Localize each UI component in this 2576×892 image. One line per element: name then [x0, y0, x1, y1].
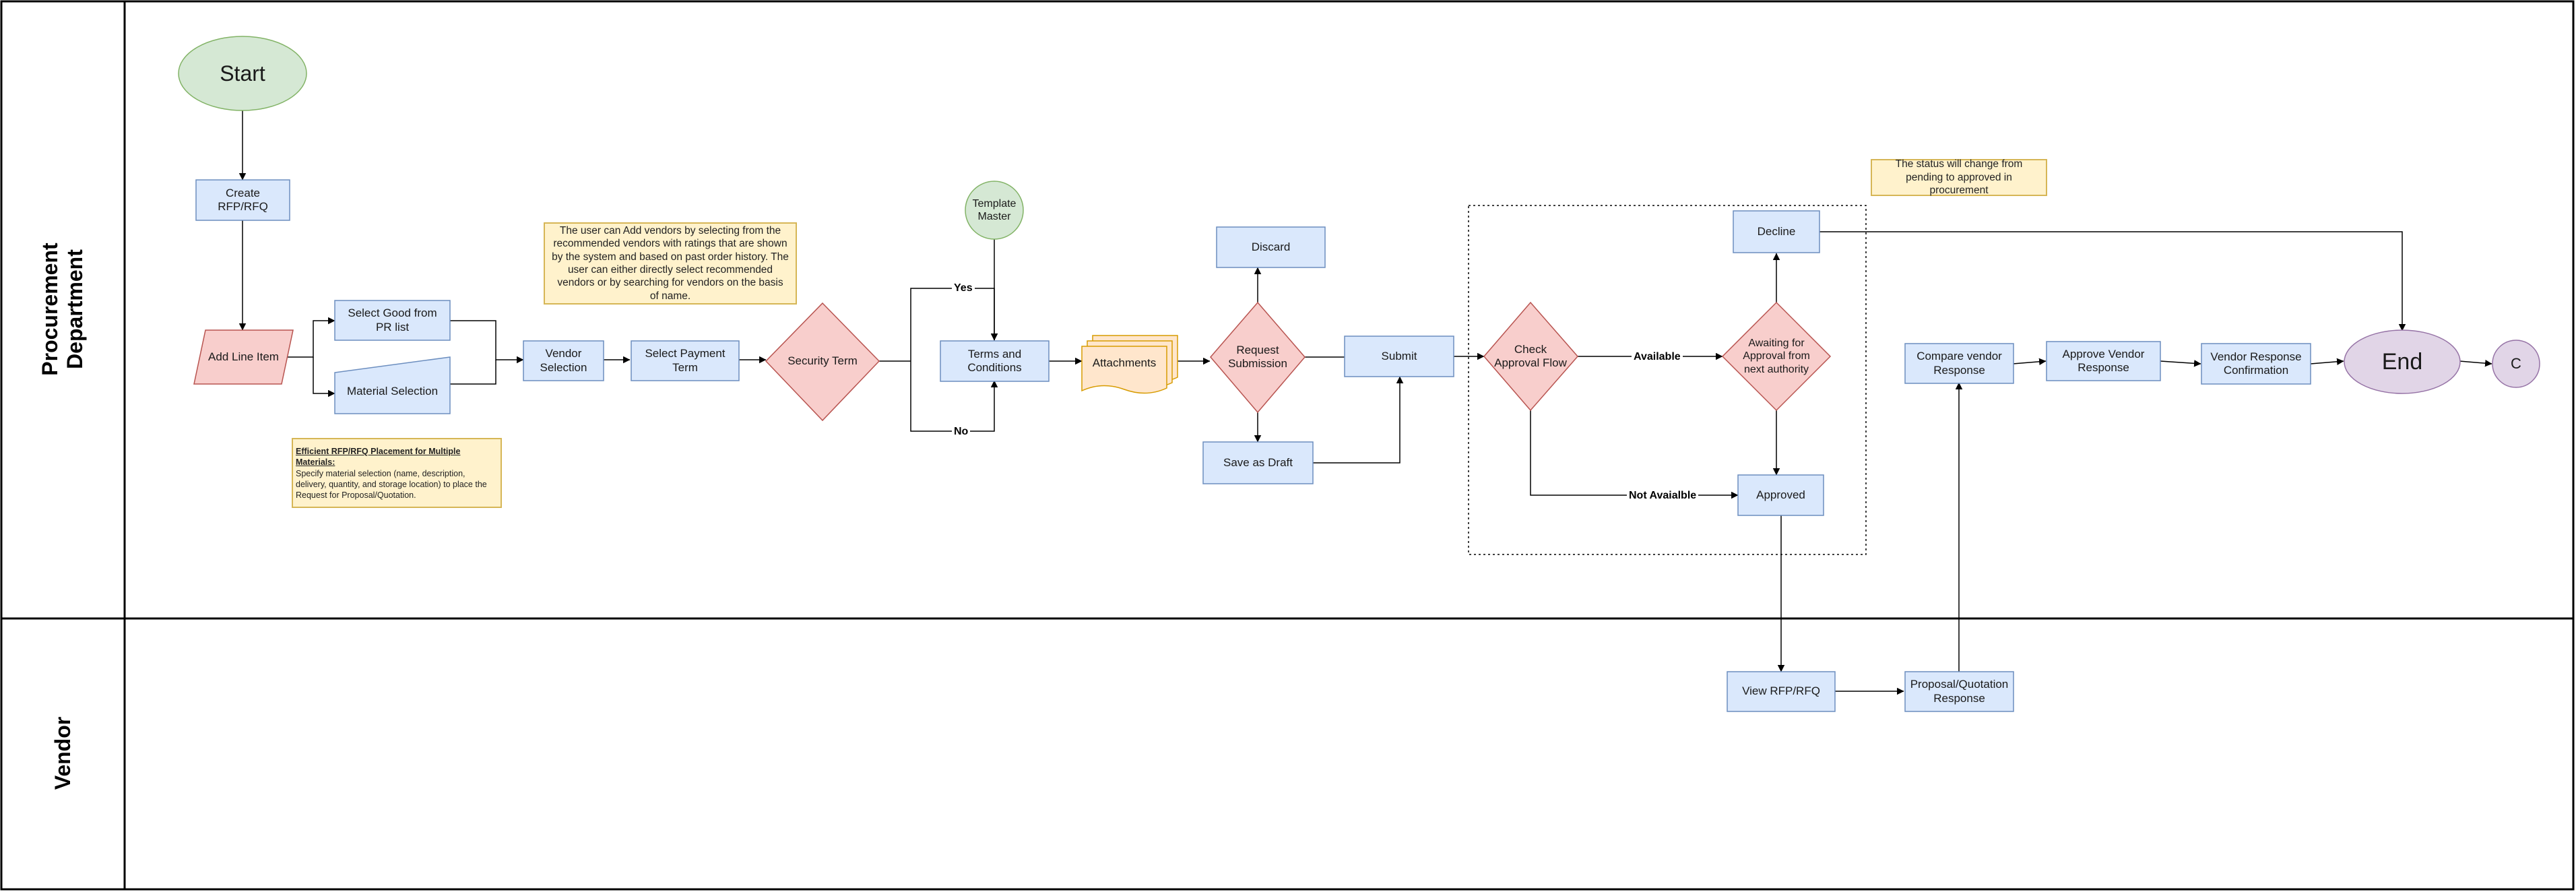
rfp-placement-note-title: Efficient RFP/RFQ Placement for Multiple… — [296, 447, 461, 468]
template-master-node — [965, 181, 1024, 240]
start-node — [178, 36, 307, 111]
approval-group-boundary — [1468, 205, 1867, 555]
attachments-node — [1081, 335, 1178, 394]
decline-node — [1733, 210, 1820, 253]
select-good-node — [334, 300, 451, 341]
vendor-selection-node — [523, 340, 604, 381]
vendor-selection-note: The user can Add vendors by selecting fr… — [544, 222, 797, 305]
select-payment-term-node — [631, 340, 740, 381]
connectors — [238, 110, 2492, 695]
discard-node — [1216, 226, 1326, 268]
add-line-item-node — [193, 329, 294, 385]
edge-label-available: Available — [1632, 351, 1683, 363]
compare-vendor-node — [1904, 343, 2014, 384]
material-selection-node — [334, 356, 451, 414]
view-rfp-node — [1727, 671, 1836, 712]
edge-label-not-available: Not Avaialble — [1627, 490, 1699, 502]
vendor-confirmation-node — [2201, 343, 2311, 385]
shapes — [178, 36, 2540, 712]
terms-conditions-node — [940, 340, 1050, 382]
approve-vendor-node — [2046, 341, 2161, 381]
edge-label-yes: Yes — [952, 282, 975, 294]
check-approval-flow-node — [1483, 301, 1578, 412]
proposal-response-node — [1904, 671, 2014, 712]
security-term-node — [765, 302, 880, 422]
awaiting-approval-node — [1721, 301, 1832, 412]
create-rfp-node — [195, 179, 290, 221]
request-submission-node — [1210, 301, 1306, 414]
lane-label-procurement: Procurement Department — [38, 243, 87, 376]
edge-label-no: No — [952, 426, 971, 438]
status-change-note: The status will change from pending to a… — [1871, 158, 2047, 196]
lane-label-vendor: Vendor — [50, 716, 75, 790]
rfp-placement-note-body: Specify material selection (name, descri… — [296, 468, 487, 501]
submit-node — [1344, 336, 1454, 377]
save-as-draft-node — [1202, 441, 1314, 484]
connector-c-node — [2492, 340, 2540, 388]
end-node — [2344, 329, 2461, 394]
rfp-placement-note: Efficient RFP/RFQ Placement for Multiple… — [292, 438, 502, 508]
approved-node — [1737, 474, 1824, 516]
